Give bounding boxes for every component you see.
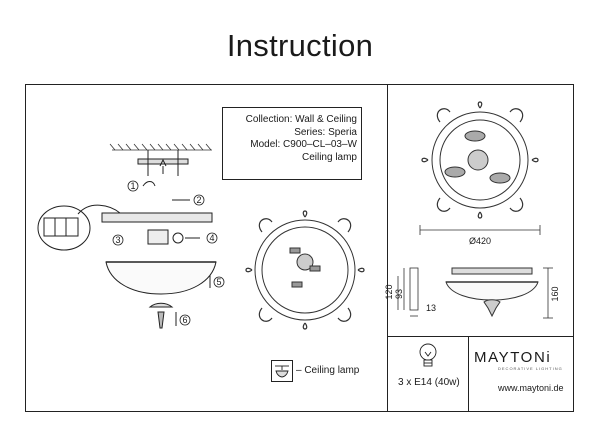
brand-logo: MAYTONi: [474, 349, 552, 366]
page-title: Instruction: [226, 28, 374, 63]
product-info-box: Collection: Wall & Ceiling Series: Speri…: [222, 107, 362, 180]
frame-divider-horizontal: [387, 336, 574, 337]
step-2-label: 2: [196, 195, 201, 205]
glass-shade-side: [105, 261, 217, 295]
mounting-bracket: [137, 150, 189, 176]
step-5-marker: [213, 276, 225, 288]
series-label: Series: Speria: [294, 126, 357, 138]
base-plate: [101, 212, 213, 223]
lamp-side-view: [445, 267, 539, 318]
step-6-marker: [179, 314, 191, 326]
frame-divider-bottom-vertical: [468, 336, 469, 412]
dim-diameter: Ø420: [469, 236, 491, 246]
brand-website[interactable]: www.maytoni.de: [498, 383, 564, 393]
lamp-top-view-left: [245, 210, 365, 330]
step-4-label: 4: [209, 233, 214, 243]
step-4-marker: [206, 232, 218, 244]
model-label: Model: C900–CL–03–W: [250, 139, 357, 150]
step-1-label: 1: [130, 181, 135, 191]
type-label: Ceiling lamp: [301, 151, 357, 163]
mount-profile: [397, 267, 419, 317]
legend-box: [271, 360, 293, 382]
detail-leader-line: [77, 204, 121, 215]
ceiling-hatch: [109, 143, 212, 151]
step-1-marker: [127, 180, 139, 192]
rotate-arrow-icon: [142, 181, 156, 187]
dim-160: 160: [550, 286, 560, 301]
dim-13: 13: [426, 303, 436, 313]
step-3-label: 3: [115, 235, 120, 245]
bulb-spec: 3 x E14 (40w): [398, 377, 460, 388]
lamp-top-view-right: [421, 101, 539, 219]
nut-icon: [172, 232, 184, 244]
brand-tagline: DECORATIVE LIGHTING: [498, 366, 563, 371]
terminal-block: [43, 217, 79, 237]
collection-label: Collection: Wall & Ceiling: [245, 114, 357, 125]
dim-93: 93: [394, 289, 404, 299]
connector-block: [147, 229, 169, 245]
step-6-label: 6: [182, 315, 187, 325]
dim-120: 120: [384, 284, 394, 299]
step-2-marker: [193, 194, 205, 206]
legend-text: – Ceiling lamp: [296, 365, 360, 376]
step-5-label: 5: [216, 277, 221, 287]
step-3-marker: [112, 234, 124, 246]
ceiling-lamp-legend-icon: [275, 365, 289, 378]
frame-divider-vertical: [387, 84, 388, 412]
finial: [157, 311, 165, 329]
finial-cap: [148, 302, 174, 308]
drawing-frame: [25, 84, 574, 412]
bulb-icon: [419, 343, 437, 367]
